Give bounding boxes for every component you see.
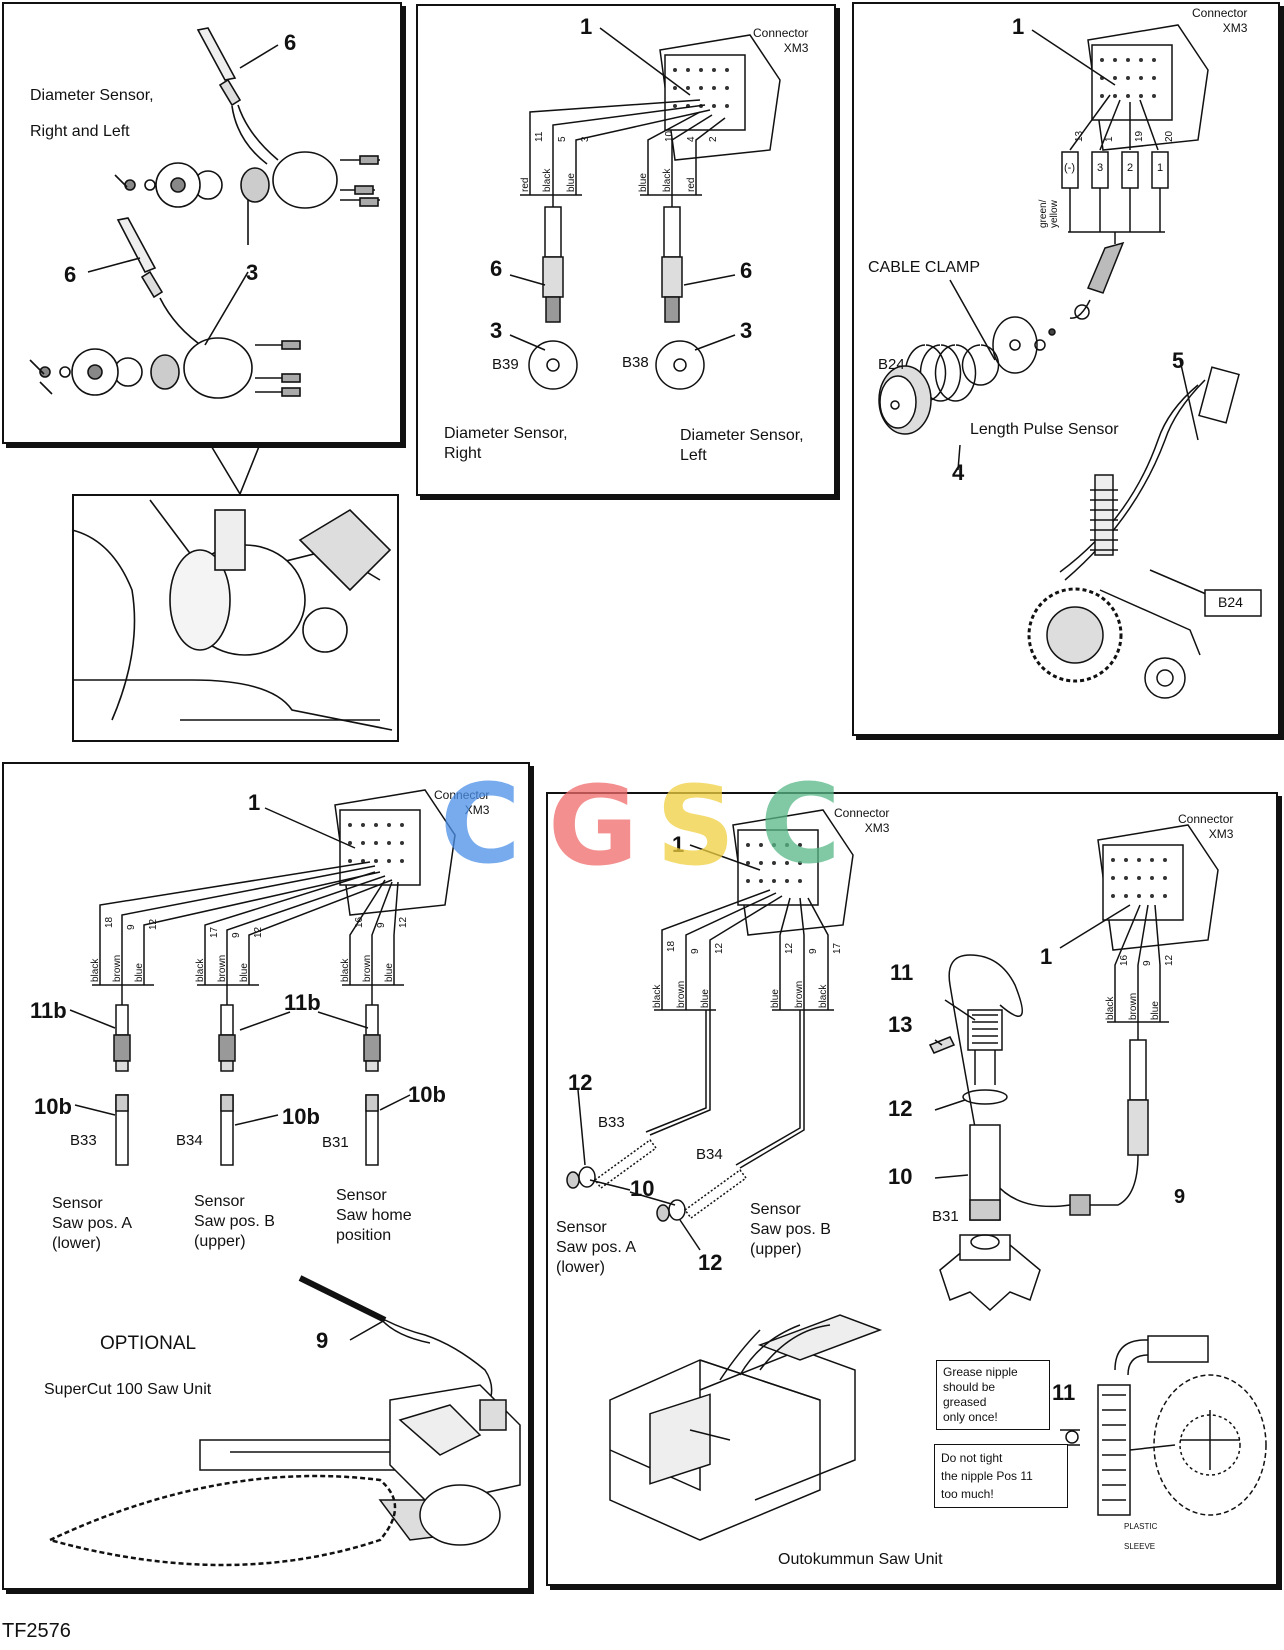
supercut-label: SuperCut 100 Saw Unit [44, 1381, 212, 1398]
connector-xm3-label-e1: Connector XM3 [834, 806, 890, 835]
callout-11-e-detail: 11 [1052, 1380, 1076, 1405]
watermark-letter-c1: C [440, 760, 521, 888]
callout-10b-a: 10b [34, 1094, 72, 1119]
callout-3-b-left: 3 [740, 318, 753, 343]
label-diameter-left: Diameter Sensor, Left [680, 427, 804, 464]
e-a-pin-9: 9 [690, 948, 701, 954]
e-b-brown: brown [794, 980, 805, 1008]
callout-13: 13 [888, 1012, 913, 1037]
callout-3: 3 [246, 260, 259, 285]
callout-10b-c: 10b [408, 1082, 446, 1107]
code-b33-e: B33 [598, 1114, 625, 1131]
e-a-pin-18: 18 [666, 940, 677, 952]
length-pulse-label: Length Pulse Sensor [970, 421, 1119, 438]
diameter-sensor-title: Diameter Sensor, Right and Left [30, 87, 154, 140]
watermark-letter-g: G [548, 762, 639, 890]
callout-12-e-c: 12 [888, 1096, 913, 1121]
cable-clamp-label: CABLE CLAMP [868, 259, 981, 276]
e-b-pin-12: 12 [784, 942, 795, 954]
e-b-black: black [818, 984, 829, 1008]
connector-xm3-label-b: Connector XM3 [753, 26, 809, 55]
sensor-saw-home-d: Sensor Saw home position [336, 1187, 412, 1244]
code-b24-box: B24 [1218, 594, 1243, 610]
sensor-saw-pos-a-e: Sensor Saw pos. A (lower) [556, 1219, 637, 1276]
watermark-letter-s: S [656, 762, 736, 890]
e-b-pin-9: 9 [808, 948, 819, 954]
callout-11-e: 11 [890, 960, 914, 985]
callout-10-e-b31: 10 [888, 1164, 913, 1189]
callout-1-e-a: 1 [672, 832, 685, 857]
code-b31-e: B31 [932, 1208, 959, 1225]
watermark-letter-c2: C [760, 760, 841, 888]
callout-12-e-a: 12 [568, 1070, 593, 1095]
callout-1-b: 1 [580, 14, 593, 39]
e-c-blue: blue [1150, 1001, 1161, 1020]
callout-6-lower: 6 [64, 262, 77, 287]
callout-6-upper: 6 [284, 30, 297, 55]
e-c-black: black [1105, 996, 1116, 1020]
callout-11b-a: 11b [30, 998, 67, 1023]
callout-11b-b: 11b [284, 990, 321, 1015]
do-not-tighten-note: Do not tight the nipple Pos 11 too much! [934, 1444, 1068, 1508]
sleeve-label: SLEEVE [1124, 1542, 1156, 1551]
connector-xm3-label-c: Connector XM3 [1192, 6, 1248, 35]
callout-1-e-b: 1 [1040, 944, 1053, 969]
e-c-brown: brown [1128, 992, 1139, 1020]
callout-9-d: 9 [316, 1328, 329, 1353]
code-b33-d: B33 [70, 1132, 97, 1149]
callout-6-b-left: 6 [740, 258, 753, 283]
sensor-saw-pos-b-e: Sensor Saw pos. B (upper) [750, 1201, 831, 1258]
terminal-1: 1 [1157, 162, 1164, 174]
callout-4: 4 [952, 460, 965, 485]
callout-5: 5 [1172, 348, 1185, 373]
sensor-saw-pos-a-d: Sensor Saw pos. A (lower) [52, 1195, 133, 1252]
e-a-brown: brown [676, 980, 687, 1008]
e-a-pin-12: 12 [714, 942, 725, 954]
callout-3-b-right: 3 [490, 318, 503, 343]
callout-6-b-right: 6 [490, 256, 503, 281]
code-b34-e: B34 [696, 1146, 723, 1163]
plastic-label: PLASTIC [1124, 1522, 1158, 1531]
callout-10-e: 10 [630, 1176, 655, 1201]
e-c-pin-9: 9 [1142, 960, 1153, 966]
terminal-minus: (-) [1064, 162, 1075, 174]
callout-9-e: 9 [1174, 1186, 1186, 1208]
outokummun-label: Outokummun Saw Unit [778, 1551, 943, 1568]
connector-xm3-label-e2: Connector XM3 [1178, 812, 1234, 841]
terminal-3: 3 [1097, 162, 1104, 174]
code-b39: B39 [492, 356, 519, 373]
callout-1-d: 1 [248, 790, 261, 815]
code-b31-d: B31 [322, 1134, 349, 1151]
e-b-blue: blue [770, 989, 781, 1008]
callout-12-e-b: 12 [698, 1250, 723, 1275]
e-b-pin-17: 17 [832, 942, 843, 954]
e-c-pin-16: 16 [1119, 954, 1130, 966]
terminal-2: 2 [1127, 162, 1134, 174]
connector-xm3-label-d: Connector XM3 [434, 788, 490, 817]
callout-1-c: 1 [1012, 14, 1025, 39]
code-b38: B38 [622, 354, 649, 371]
grease-nipple-note: Grease nipple should be greased only onc… [936, 1360, 1050, 1430]
sensor-saw-pos-b-d: Sensor Saw pos. B (upper) [194, 1193, 275, 1250]
e-a-blue: blue [700, 989, 711, 1008]
optional-label: OPTIONAL [100, 1333, 197, 1354]
label-diameter-right: Diameter Sensor, Right [444, 425, 568, 462]
code-b34-d: B34 [176, 1132, 203, 1149]
e-c-pin-12: 12 [1164, 954, 1175, 966]
code-b24: B24 [878, 356, 905, 373]
callout-10b-b: 10b [282, 1104, 320, 1129]
e-a-black: black [652, 984, 663, 1008]
figure-code: TF2576 [2, 1620, 71, 1642]
